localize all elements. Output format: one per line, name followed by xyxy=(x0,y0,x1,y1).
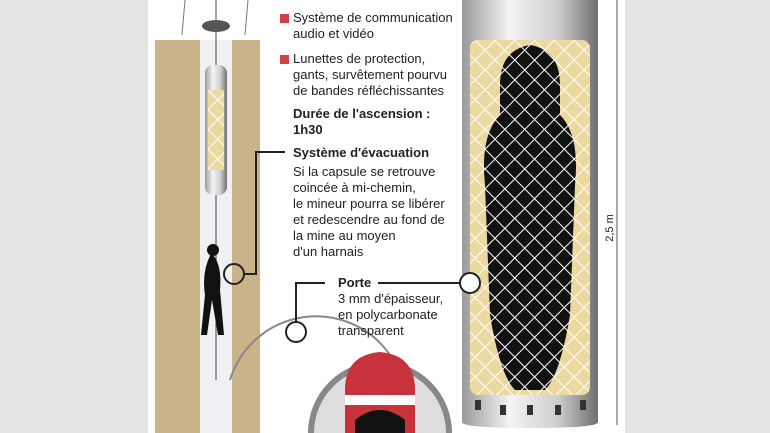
ascent-duration: Durée de l'ascension :1h30 xyxy=(293,106,431,137)
dimension-label: 2,5 m xyxy=(603,214,616,242)
large-capsule xyxy=(462,0,598,428)
bullet-icon xyxy=(280,55,289,64)
bullet-icon xyxy=(280,14,289,23)
evac-callout-line xyxy=(244,151,285,275)
miner-harness-figure xyxy=(201,244,224,335)
equipment-text: Lunettes de protection,gants, survêtemen… xyxy=(293,51,447,98)
capsule-top-view xyxy=(308,352,452,433)
mine-shaft xyxy=(155,0,260,433)
door-callout-circle xyxy=(285,321,307,343)
small-capsule xyxy=(205,65,227,195)
evacuation-text: Système d'évacuation Si la capsule se re… xyxy=(293,145,445,259)
